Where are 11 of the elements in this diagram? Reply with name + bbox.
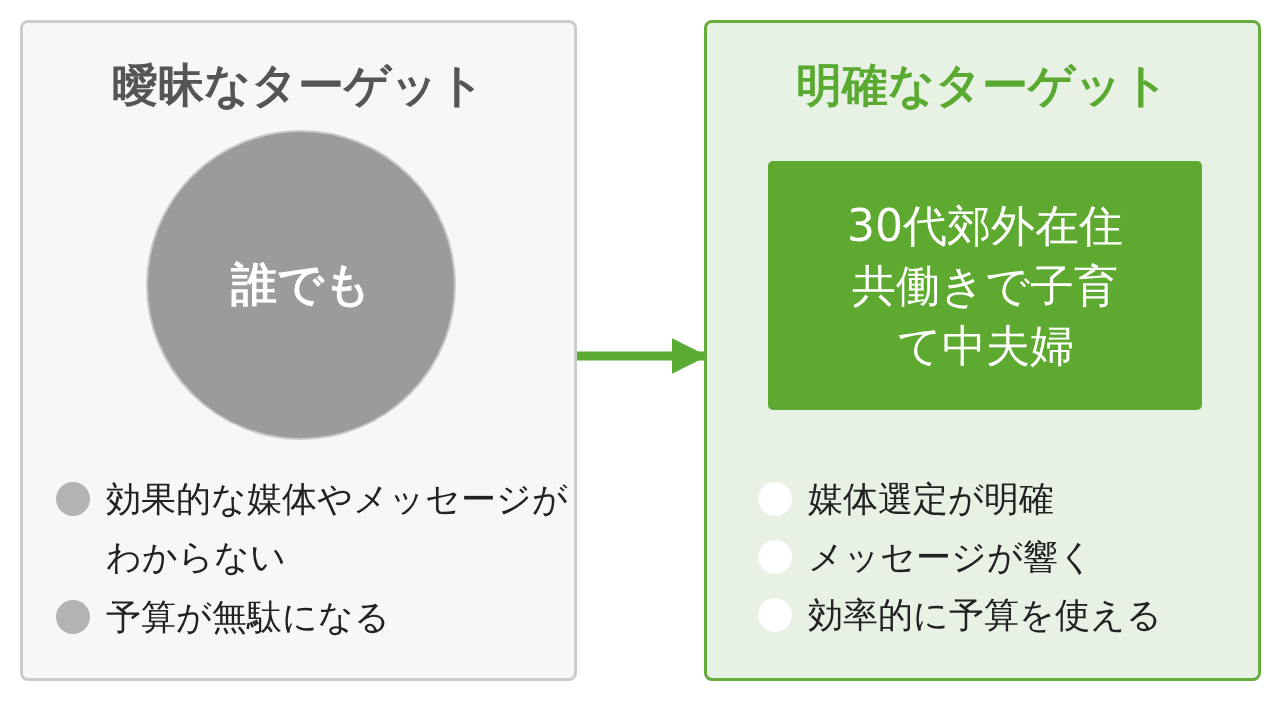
bullet-text: 効率的に予算を使える bbox=[808, 594, 1163, 637]
panel bbox=[20, 20, 577, 681]
target-box: 30代郊外在住共働きで子育て中夫婦 bbox=[768, 161, 1202, 410]
bullet-text: 予算が無駄になる bbox=[106, 596, 391, 639]
panel bbox=[704, 20, 1261, 681]
panel-heading: 明確なターゲット bbox=[795, 57, 1170, 114]
panel-heading: 曖昧なターゲット bbox=[111, 57, 486, 114]
bullet-text: 効果的な媒体やメッセージがわからない bbox=[106, 478, 569, 579]
circle: 誰でも bbox=[146, 130, 456, 440]
bullet-text: 媒体選定が明確 bbox=[808, 478, 1055, 521]
bullet-text: メッセージが響く bbox=[808, 536, 1095, 579]
